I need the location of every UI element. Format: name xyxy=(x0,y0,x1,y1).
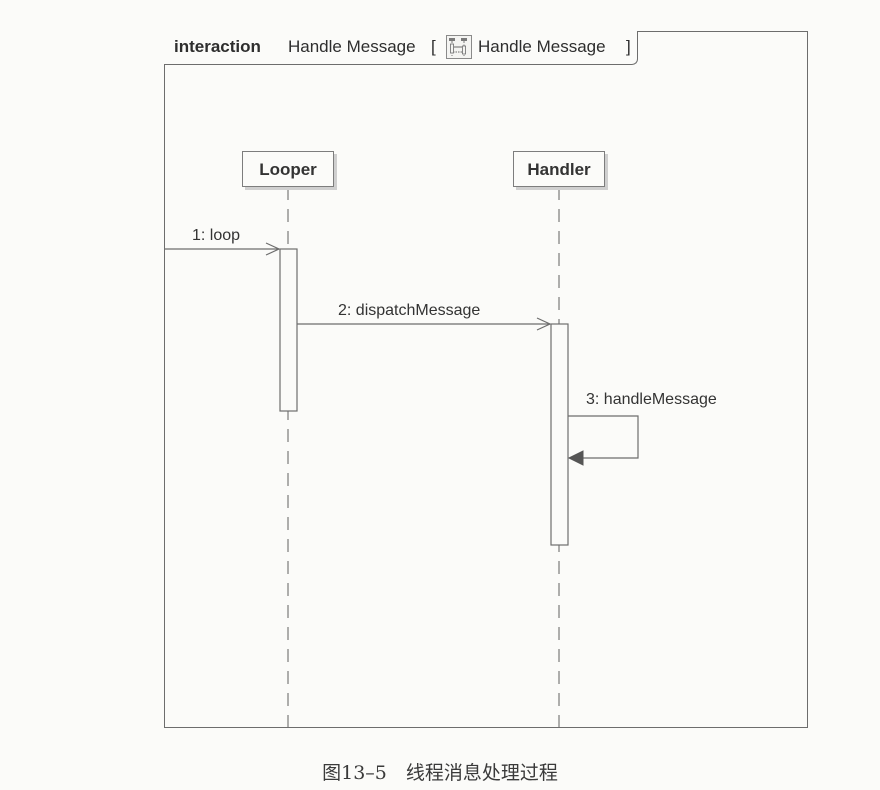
message-label-loop: 1: loop xyxy=(192,227,241,244)
frame-name: Handle Message xyxy=(288,37,416,56)
msg2-arrowhead xyxy=(536,317,552,331)
msg3-arrowhead xyxy=(567,450,584,466)
activation-looper xyxy=(279,248,298,412)
message-label-dispatch-message: 2: dispatchMessage xyxy=(338,302,481,319)
message-label-handle-message: 3: handleMessage xyxy=(586,391,717,408)
lifeline-head-handler: Handler xyxy=(513,151,605,187)
sequence-diagram-icon xyxy=(446,35,472,59)
msg1-arrowhead xyxy=(265,242,281,256)
frame-bracket-open: [ xyxy=(431,37,436,56)
activation-handler xyxy=(550,323,569,546)
interaction-frame xyxy=(164,31,808,728)
lifeline-head-looper: Looper xyxy=(242,151,334,187)
figure-caption: 图13–5 线程消息处理过程 xyxy=(322,762,558,784)
msg3-arrow-line xyxy=(568,415,639,459)
frame-bracket-close: ] xyxy=(626,37,631,56)
frame-keyword: interaction xyxy=(174,37,261,56)
frame-heading-tab xyxy=(164,31,638,65)
frame-reference-name: Handle Message xyxy=(478,37,606,56)
